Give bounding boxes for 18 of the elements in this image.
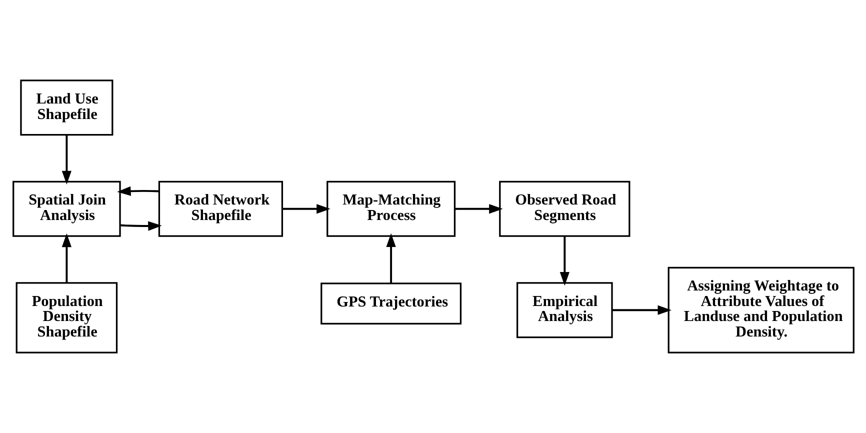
arrow: [116, 186, 158, 196]
arrow: [61, 233, 71, 283]
arrow: [282, 204, 330, 214]
arrow: [454, 204, 502, 214]
arrow: [119, 221, 162, 231]
node-box: Population Density Shapefile: [15, 282, 118, 354]
arrow: [559, 236, 569, 286]
node-box: Assigning Weightage to Attribute Values of Landuse and Population Density.: [667, 266, 854, 354]
node-box: Map-Matching Process: [326, 180, 456, 237]
arrow: [61, 135, 71, 185]
node-box: Land Use Shapefile: [20, 80, 113, 136]
node-box: Observed Road Segments: [498, 180, 630, 237]
node-box: Spatial Join Analysis: [12, 180, 120, 237]
arrow: [386, 233, 396, 284]
node-box: GPS Trajectories: [320, 282, 462, 325]
arrow: [612, 305, 671, 315]
node-box: Road Network Shapefile: [158, 180, 283, 237]
node-box: Empirical Analysis: [516, 282, 612, 338]
